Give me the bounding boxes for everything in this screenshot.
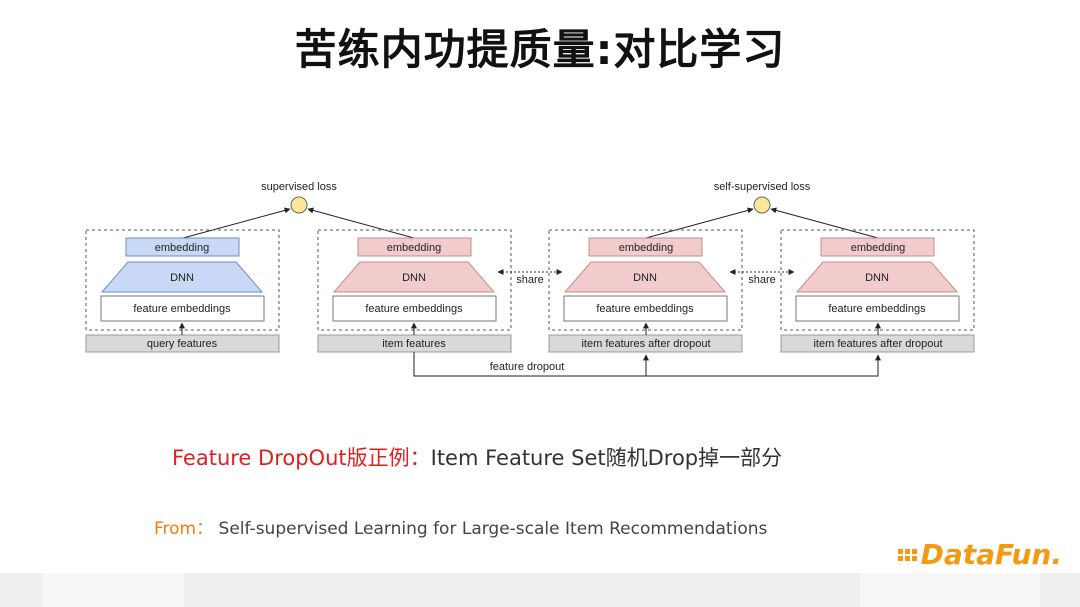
item-feature-embeddings-label: feature embeddings xyxy=(365,303,463,315)
caption-highlight: Feature DropOut版正例： xyxy=(172,446,431,470)
datafun-logo: DataFun. xyxy=(897,538,1062,571)
arrow-dropout2-to-selfsup xyxy=(770,207,879,239)
footer-band-light-left xyxy=(42,573,184,607)
logo-text: DataFun. xyxy=(920,538,1062,571)
dropout1-feature-embeddings-label: feature embeddings xyxy=(596,303,694,315)
logo-dots-icon xyxy=(897,548,917,561)
item-tower: embedding DNN feature embeddings xyxy=(317,229,512,331)
query-embedding-label: embedding xyxy=(155,242,209,254)
footer-band-light-right xyxy=(860,573,1040,607)
share-label-2: share xyxy=(748,274,776,286)
slide-title: 苦练内功提质量:对比学习 xyxy=(294,25,786,74)
footer-band xyxy=(0,573,1080,607)
feature-dropout-label: feature dropout xyxy=(490,361,565,373)
input-label-query: query features xyxy=(147,338,218,350)
dropout2-embedding-label: embedding xyxy=(851,242,905,254)
query-dnn-label: DNN xyxy=(170,272,194,284)
self-supervised-loss-node xyxy=(753,196,771,214)
query-tower: embedding DNN feature embeddings xyxy=(85,229,280,331)
dropout2-dnn-label: DNN xyxy=(865,272,889,284)
supervised-loss-label: supervised loss xyxy=(261,181,337,193)
caption: Feature DropOut版正例：Item Feature Set随机Dro… xyxy=(172,442,782,472)
dropout-tower-2: embedding DNN feature embeddings xyxy=(780,229,975,331)
arrow-dropout1-to-selfsup xyxy=(645,207,754,239)
arrow-item-to-supervised xyxy=(307,207,415,239)
item-embedding-label: embedding xyxy=(387,242,441,254)
input-label-dropout-1: item features after dropout xyxy=(581,338,710,350)
supervised-loss-node xyxy=(290,196,308,214)
arrow-query-to-supervised xyxy=(182,207,291,239)
item-dnn-label: DNN xyxy=(402,272,426,284)
two-tower-contrastive-diagram: supervised loss self-supervised loss emb… xyxy=(85,181,975,377)
source-text: Self-supervised Learning for Large-scale… xyxy=(218,519,768,539)
source-citation: From： Self-supervised Learning for Large… xyxy=(154,514,767,539)
dropout1-dnn-label: DNN xyxy=(633,272,657,284)
caption-text: Item Feature Set随机Drop掉一部分 xyxy=(430,446,783,470)
query-feature-embeddings-label: feature embeddings xyxy=(133,303,231,315)
dropout2-feature-embeddings-label: feature embeddings xyxy=(828,303,926,315)
dropout1-embedding-label: embedding xyxy=(619,242,673,254)
self-supervised-loss-label: self-supervised loss xyxy=(714,181,811,193)
share-label-1: share xyxy=(516,274,544,286)
input-label-dropout-2: item features after dropout xyxy=(813,338,942,350)
input-label-item: item features xyxy=(382,338,446,350)
source-label: From： xyxy=(154,519,214,539)
dropout-tower-1: embedding DNN feature embeddings xyxy=(548,229,743,331)
